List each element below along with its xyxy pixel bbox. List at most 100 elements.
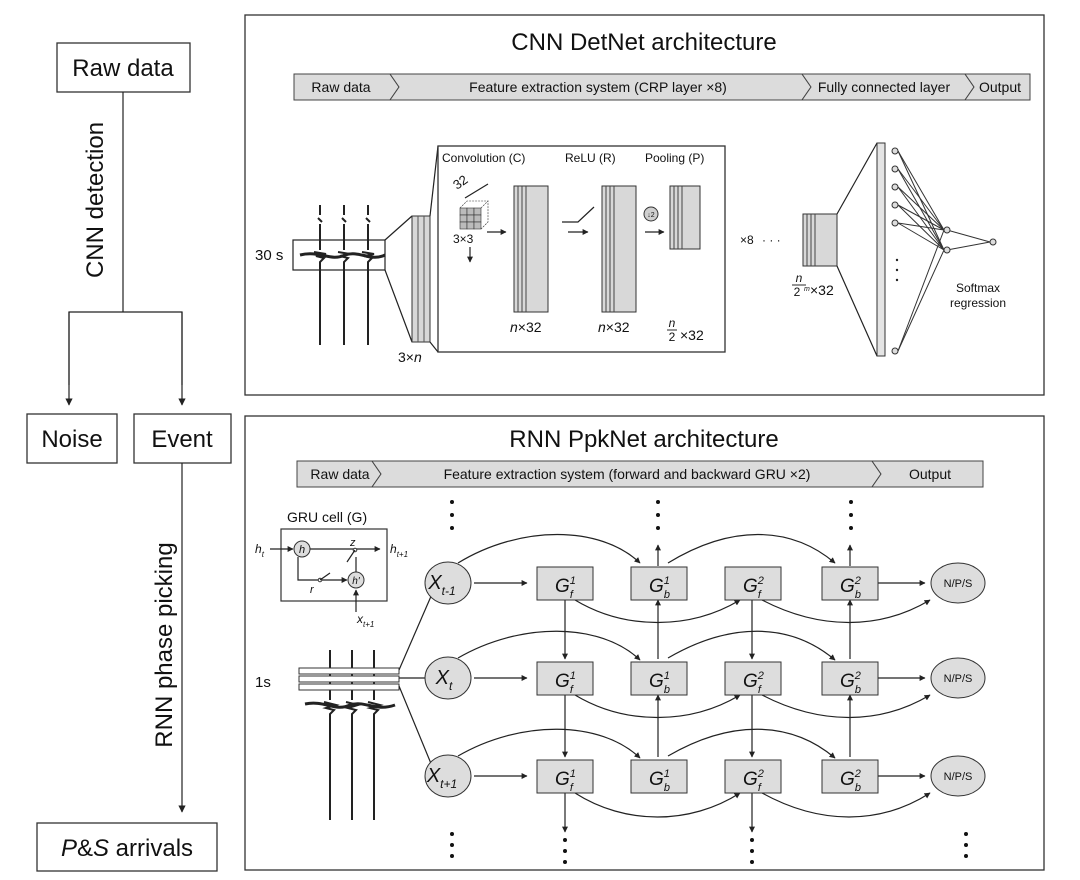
rnn-title: RNN PpkNet architecture bbox=[509, 426, 778, 453]
gate-g1b-row2 bbox=[630, 661, 688, 696]
gate-g1f-row2 bbox=[536, 661, 594, 696]
cnn-stage-features-label: Feature extraction system (CRP layer ×8) bbox=[469, 79, 727, 95]
fc-layer bbox=[876, 142, 886, 357]
final-output-size: n 2 m ×32 bbox=[792, 271, 834, 299]
window-2 bbox=[298, 675, 400, 683]
softmax-neuron-2 bbox=[943, 246, 951, 254]
cnn-input-volume bbox=[411, 215, 431, 343]
cnn-stage-raw-label: Raw data bbox=[311, 79, 370, 95]
cnn-stage-fc-label: Fully connected layer bbox=[818, 79, 951, 95]
window-1 bbox=[298, 667, 400, 675]
relu-output-size: n×32 bbox=[598, 319, 630, 335]
conv-output-size: n×32 bbox=[510, 319, 542, 335]
gate-g2f-row3 bbox=[724, 759, 782, 794]
pool-feature-map bbox=[669, 185, 701, 250]
gate-g2b-row3 bbox=[821, 759, 879, 794]
conv-kernel-size: 3×3 bbox=[453, 232, 474, 246]
rnn-stage-features-label: Feature extraction system (forward and b… bbox=[444, 466, 811, 482]
gru-x-in: xt+1 bbox=[356, 612, 374, 629]
output-neuron bbox=[989, 238, 997, 246]
rnn-window-label: 1s bbox=[255, 674, 271, 691]
cnn-input-size: 3×n bbox=[398, 349, 422, 365]
input-node-t-1 bbox=[424, 561, 472, 605]
rnn-stage-output bbox=[871, 460, 984, 488]
cnn-panel: CNN DetNet architecture Raw data Feature… bbox=[244, 14, 1045, 396]
relu-label: ReLU (R) bbox=[565, 151, 616, 165]
pool-down-icon bbox=[643, 206, 659, 222]
svg-text:×32: ×32 bbox=[810, 282, 834, 298]
continuation-dots bbox=[450, 500, 968, 864]
output-node-2 bbox=[930, 657, 986, 699]
gate-g1b-row3 bbox=[630, 759, 688, 794]
cnn-seismograms bbox=[299, 205, 386, 345]
conv-label: Convolution (C) bbox=[442, 151, 525, 165]
gate-g2f-row2 bbox=[724, 661, 782, 696]
cnn-title: CNN DetNet architecture bbox=[511, 29, 776, 56]
event-label: Event bbox=[151, 426, 213, 453]
relu-icon bbox=[562, 206, 595, 223]
input-node-t+1 bbox=[424, 754, 472, 798]
cnn-stage-output-label: Output bbox=[979, 79, 1021, 95]
relu-feature-map bbox=[601, 185, 637, 313]
cnn-detection-label: CNN detection bbox=[82, 122, 109, 278]
gru-h-node: h bbox=[299, 544, 305, 556]
softmax-label-1: Softmax bbox=[956, 281, 1000, 295]
raw-data-label: Raw data bbox=[72, 55, 174, 82]
gru-h-in: ht bbox=[255, 542, 265, 559]
input-node-t bbox=[424, 656, 472, 700]
crp-dots: · · · bbox=[762, 233, 781, 247]
pool-symbol: ↓2 bbox=[647, 212, 655, 219]
noise-label: Noise bbox=[41, 426, 102, 453]
gru-cell-inset: GRU cell (G) ht h z r h' xt+1 ht+1 bbox=[255, 509, 408, 629]
input-node-t-1-label: Xt-1 bbox=[427, 572, 455, 598]
pool-output-size: n 2 ×32 bbox=[667, 316, 704, 344]
cnn-window bbox=[292, 239, 386, 271]
input-nodes: Xt-1 Xt Xt+1 bbox=[424, 561, 472, 798]
final-feature-map bbox=[802, 213, 838, 267]
svg-text:n: n bbox=[796, 271, 803, 285]
conv-feature-map bbox=[513, 185, 549, 313]
softmax-neuron-1 bbox=[943, 226, 951, 234]
output-node-1 bbox=[930, 562, 986, 604]
rnn-seismograms bbox=[304, 650, 396, 820]
rnn-phase-picking-label: RNN phase picking bbox=[151, 542, 178, 747]
output-node-2-label: N/P/S bbox=[944, 673, 973, 685]
crp-repeat: ×8 bbox=[740, 233, 754, 247]
rnn-stage-output-label: Output bbox=[909, 466, 951, 482]
workflow: Raw data CNN detection Noise Event RNN p… bbox=[26, 42, 232, 872]
input-node-t-label: Xt bbox=[435, 667, 453, 693]
output-node-3-label: N/P/S bbox=[944, 771, 973, 783]
gru-cell-title: GRU cell (G) bbox=[287, 509, 367, 525]
svg-text:m: m bbox=[804, 286, 810, 293]
pool-label: Pooling (P) bbox=[645, 151, 704, 165]
arrivals-box bbox=[36, 822, 218, 872]
fc-connections bbox=[897, 150, 991, 352]
raw-data-box bbox=[56, 42, 191, 93]
output-node-3 bbox=[930, 755, 986, 797]
gate-g1f-row3 bbox=[536, 759, 594, 794]
conv-filters: 32 bbox=[450, 172, 470, 193]
gru-h-out: ht+1 bbox=[390, 542, 408, 559]
input-node-t+1-label: Xt+1 bbox=[426, 765, 457, 791]
softmax-label-2: regression bbox=[950, 296, 1006, 310]
noise-box bbox=[26, 413, 118, 464]
gate-g2f-row1 bbox=[724, 566, 782, 601]
rnn-stage-raw-label: Raw data bbox=[310, 466, 369, 482]
arrivals-label: P&S arrivals bbox=[61, 835, 193, 862]
event-box bbox=[133, 413, 232, 464]
gate-g2b-row2 bbox=[821, 661, 879, 696]
svg-text:n: n bbox=[669, 316, 676, 330]
gru-r: r bbox=[310, 584, 315, 596]
